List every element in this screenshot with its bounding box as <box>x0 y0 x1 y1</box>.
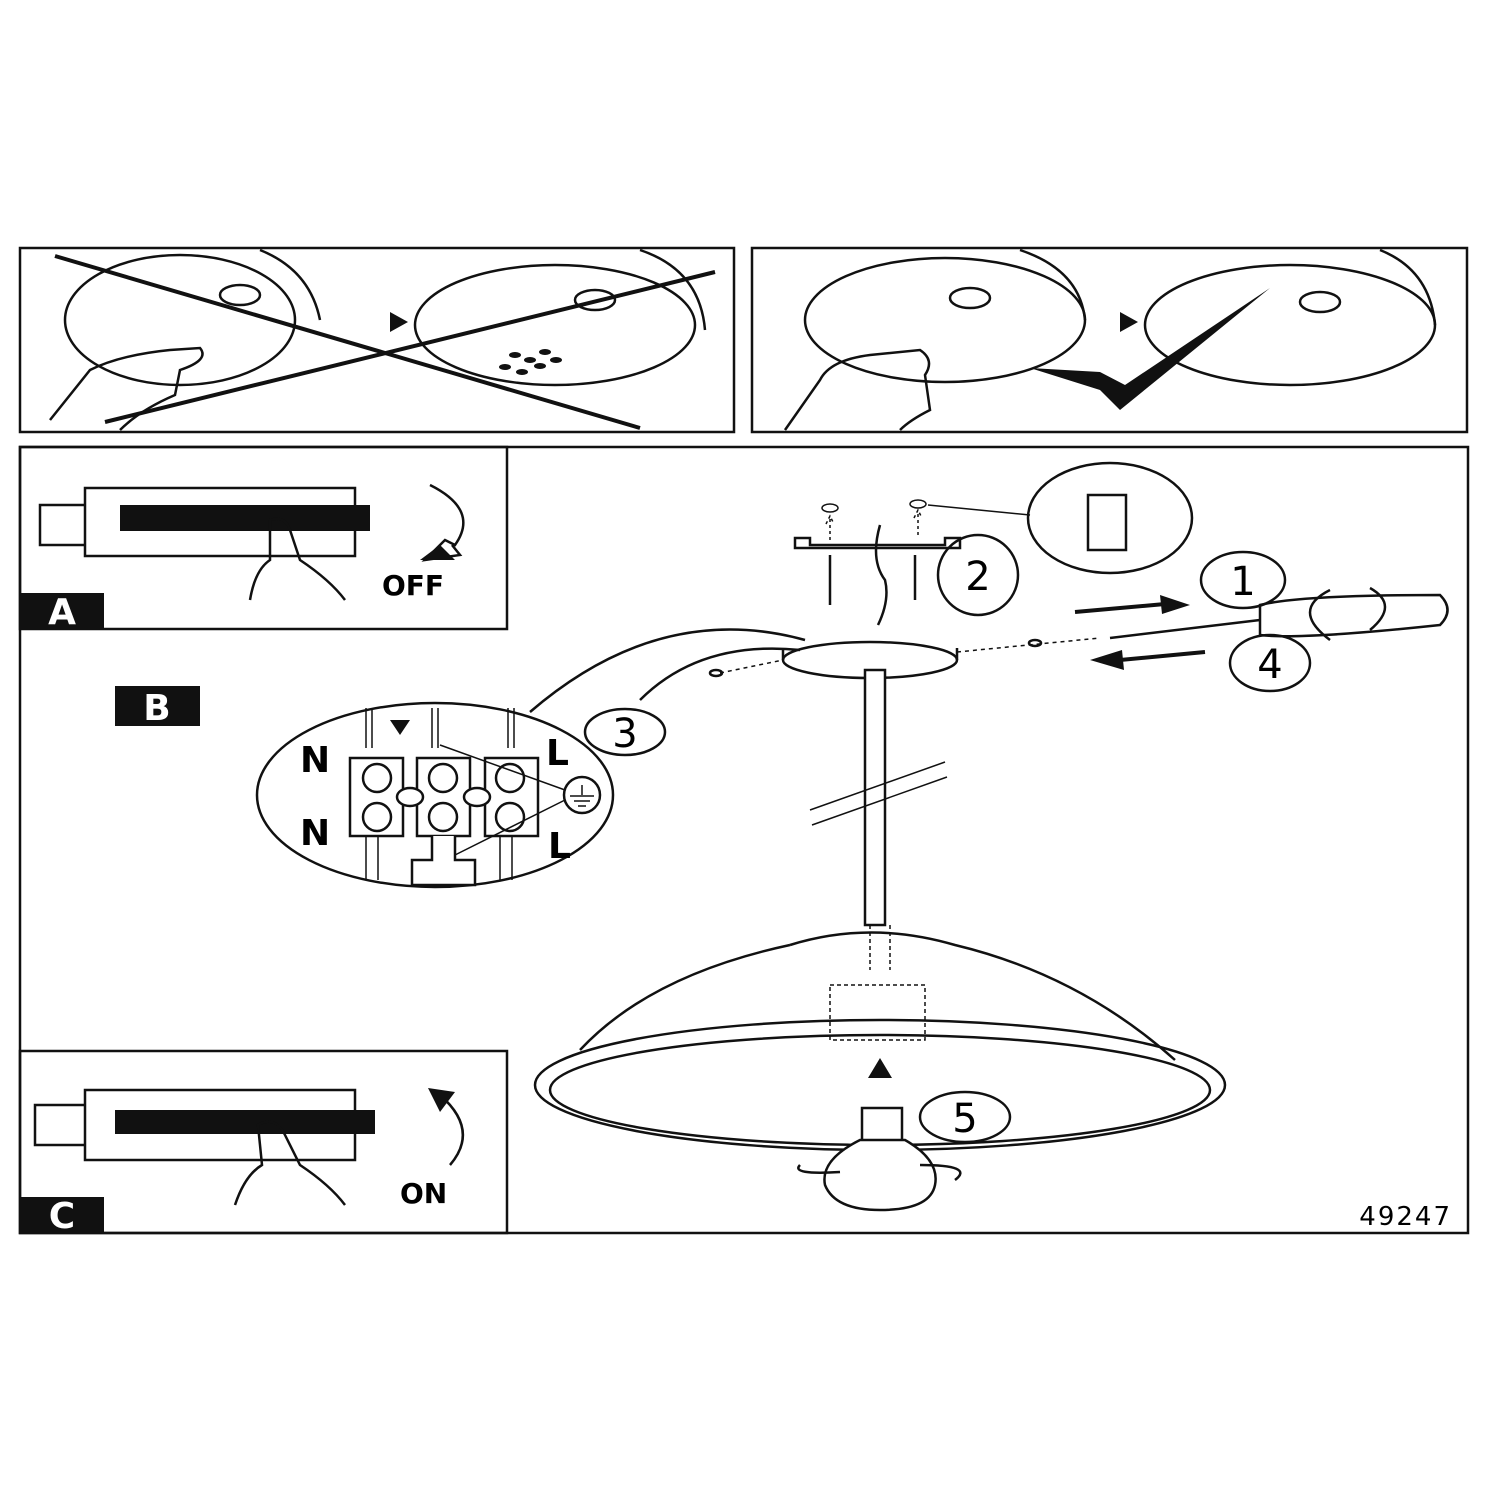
rotate-arrow-icon <box>421 483 465 562</box>
finger-icon <box>233 1120 346 1206</box>
finger-icon <box>248 517 346 601</box>
svg-text:A: A <box>48 592 76 633</box>
svg-text:L: L <box>546 733 569 774</box>
callout-4 <box>1228 633 1312 693</box>
callout-5 <box>918 1090 1012 1144</box>
arrow-down-icon <box>390 700 410 735</box>
svg-text:OFF: OFF <box>382 569 444 602</box>
main-frame <box>18 445 1470 1235</box>
wall-plug-detail <box>1026 461 1194 575</box>
arrow-right-icon <box>365 312 408 332</box>
step-a-switch-off: A OFF <box>18 445 509 633</box>
svg-text:3: 3 <box>612 711 637 757</box>
mounting-bracket <box>793 461 1194 626</box>
svg-text:L: L <box>548 826 571 867</box>
cross-line <box>54 254 641 430</box>
step-a-badge <box>20 593 104 629</box>
cross-line <box>104 270 716 424</box>
arrow-right-icon <box>1095 312 1138 332</box>
arrow-up-icon <box>868 1058 892 1100</box>
callout-1 <box>1199 550 1287 610</box>
callout-2 <box>936 533 1020 617</box>
svg-text:1: 1 <box>1230 559 1255 605</box>
svg-text:C: C <box>49 1196 75 1237</box>
svg-text:2: 2 <box>965 554 990 600</box>
step-b-badge <box>115 686 200 726</box>
terminal-block <box>348 700 566 887</box>
suspension-rod <box>863 668 887 927</box>
wall-plug-icon <box>1086 493 1128 552</box>
arrow-right-icon <box>1160 595 1190 614</box>
lampshade-icon <box>1143 263 1437 387</box>
lampshade-icon <box>413 263 697 387</box>
light-bulb-icon <box>797 1106 962 1212</box>
svg-text:5: 5 <box>952 1096 977 1142</box>
svg-text:ON: ON <box>400 1177 447 1210</box>
model-number: 49247 <box>1359 1202 1452 1232</box>
arrow-left-icon <box>1090 650 1124 670</box>
screw-icon <box>708 668 724 678</box>
panel-wrong-cleaning <box>18 246 736 434</box>
earth-ground-icon <box>562 775 602 815</box>
callout-3 <box>583 707 667 757</box>
hand-icon <box>49 346 204 431</box>
panel-correct-cleaning <box>750 246 1469 434</box>
svg-text:4: 4 <box>1257 642 1282 688</box>
screw-icon <box>1027 638 1043 648</box>
screwdriver-icon <box>1109 586 1449 641</box>
dirt-marks <box>499 349 562 375</box>
svg-text:N: N <box>300 813 330 854</box>
wiring-detail <box>255 701 615 889</box>
svg-text:N: N <box>300 740 330 781</box>
hand-with-cloth-icon <box>783 348 932 431</box>
lampshade-icon <box>803 256 1087 384</box>
step-c-switch-on: C ON <box>18 1049 509 1237</box>
lampshade-icon <box>63 253 297 387</box>
svg-text:B: B <box>143 688 170 729</box>
cable <box>874 524 888 626</box>
checkmark-icon <box>1030 288 1270 410</box>
step-c-badge <box>20 1197 104 1233</box>
